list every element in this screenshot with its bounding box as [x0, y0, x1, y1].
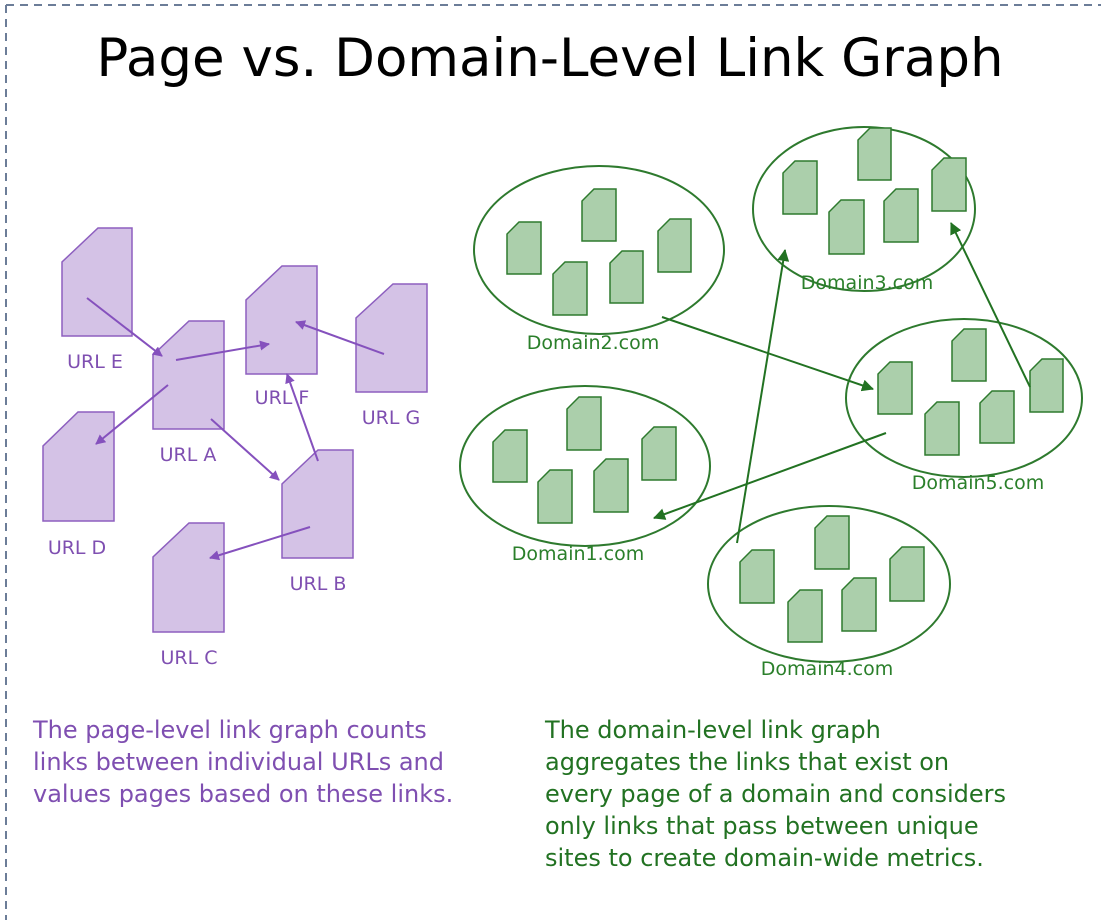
domain1-page-icon [566, 396, 602, 451]
domain4-page-icon [814, 515, 850, 570]
domain1-page-icon [593, 458, 629, 513]
domain5-page-icon [951, 328, 987, 382]
url-g-document-icon [355, 283, 428, 393]
url-c-label: URL C [161, 647, 218, 669]
url-f-document-icon [245, 265, 318, 375]
domain5-label: Domain5.com [912, 472, 1044, 494]
caption-line: only links that pass between unique [545, 812, 979, 840]
domain5-page-icon [924, 401, 960, 456]
link-b-to-f [285, 373, 319, 462]
domain4-page-icon [889, 546, 925, 602]
domain2-label: Domain2.com [527, 332, 659, 354]
domain3-label: Domain3.com [801, 272, 933, 294]
link-a-to-d [95, 384, 169, 445]
caption-line: The page-level link graph counts [33, 716, 427, 744]
domain2-page-icon [581, 188, 617, 242]
domain4-page-icon [787, 589, 823, 643]
caption-line: aggregates the links that exist on [545, 748, 950, 776]
domain1-cluster [459, 385, 711, 547]
domain4-label: Domain4.com [761, 658, 893, 680]
domain4-page-icon [739, 549, 775, 604]
domain5-page-icon [877, 361, 913, 415]
domain1-label: Domain1.com [512, 543, 644, 565]
url-b-document-icon [281, 449, 354, 559]
caption-line: The domain-level link graph [545, 716, 881, 744]
link-b-to-c [209, 526, 311, 561]
url-d-label: URL D [48, 537, 106, 559]
domain2-cluster [473, 165, 725, 335]
link-a-to-f [175, 340, 270, 361]
caption-line: sites to create domain-wide metrics. [545, 844, 984, 872]
domain-graph-caption: The domain-level link graph aggregates t… [545, 714, 1065, 874]
link-domain5-to-domain1 [653, 432, 887, 520]
diagram-title: Page vs. Domain-Level Link Graph [96, 28, 1003, 89]
domain1-page-icon [537, 469, 573, 524]
page-graph [42, 227, 428, 633]
domain5-cluster [845, 318, 1083, 478]
domain3-page-icon [857, 127, 892, 181]
link-g-to-f [295, 320, 385, 355]
domain5-page-icon [1029, 358, 1064, 413]
url-e-document-icon [61, 227, 133, 337]
domain3-page-icon [883, 188, 919, 243]
url-g-label: URL G [362, 407, 420, 429]
link-domain5-to-domain3 [950, 222, 1031, 388]
link-a-to-b [210, 418, 280, 481]
url-c-document-icon [152, 522, 225, 633]
domain3-cluster [752, 126, 976, 292]
domain5-page-icon [979, 390, 1015, 444]
page-graph-caption: The page-level link graph counts links b… [33, 714, 513, 810]
domain1-page-icon [641, 426, 677, 481]
domain3-page-icon [931, 157, 967, 212]
url-f-label: URL F [255, 387, 310, 409]
link-e-to-a [86, 297, 163, 357]
domain-link-arrows [653, 222, 1031, 544]
page-link-arrows [86, 297, 385, 561]
domain2-page-icon [657, 218, 692, 273]
domain2-ellipse [473, 165, 725, 335]
url-a-label: URL A [160, 444, 217, 466]
domain1-page-icon [492, 429, 528, 483]
domain4-page-icon [841, 577, 877, 632]
caption-line: links between individual URLs and [33, 748, 444, 776]
url-a-document-icon [152, 320, 225, 430]
url-d-document-icon [42, 411, 115, 522]
domain3-ellipse [752, 126, 976, 292]
url-b-label: URL B [290, 573, 347, 595]
url-e-label: URL E [67, 351, 123, 373]
domain4-cluster [707, 505, 951, 663]
domain5-ellipse [845, 318, 1083, 478]
domain3-page-icon [782, 160, 818, 215]
domain2-page-icon [609, 250, 644, 304]
domain2-page-icon [506, 221, 542, 275]
caption-line: every page of a domain and considers [545, 780, 1007, 808]
caption-line: values pages based on these links. [33, 780, 454, 808]
domain4-ellipse [707, 505, 951, 663]
domain2-page-icon [552, 261, 588, 316]
link-domain4-to-domain3 [736, 249, 790, 544]
domain1-ellipse [459, 385, 711, 547]
domain3-page-icon [828, 199, 865, 255]
